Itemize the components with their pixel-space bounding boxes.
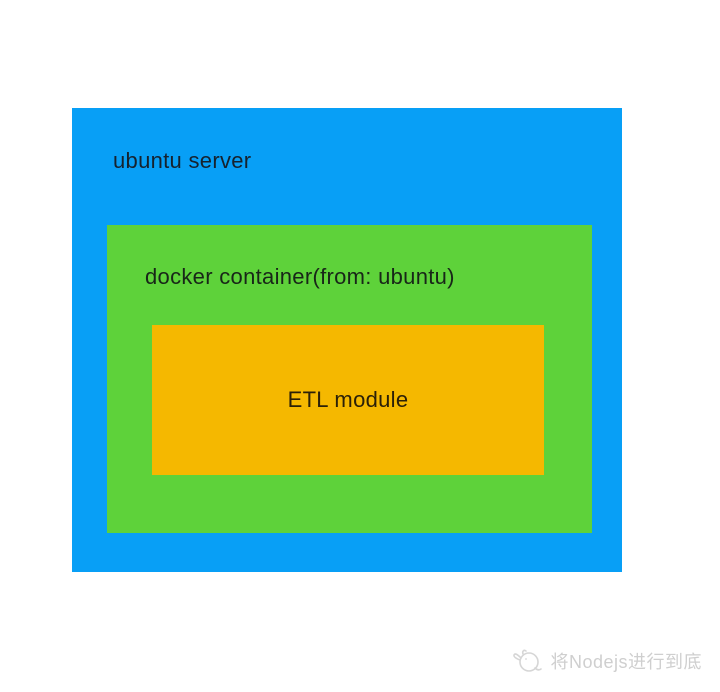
- docker-container-label: docker container(from: ubuntu): [145, 264, 455, 289]
- ubuntu-server-box: ubuntu server docker container(from: ubu…: [72, 108, 622, 572]
- etl-module-label: ETL module: [287, 387, 409, 412]
- ubuntu-server-label: ubuntu server: [113, 148, 252, 173]
- bird-logo-icon: [513, 649, 543, 672]
- watermark-text: 将Nodejs进行到底: [550, 652, 702, 672]
- docker-container-box: docker container(from: ubuntu) ETL modul…: [107, 225, 592, 533]
- etl-module-box: ETL module: [152, 325, 544, 475]
- watermark: 将Nodejs进行到底: [511, 646, 702, 676]
